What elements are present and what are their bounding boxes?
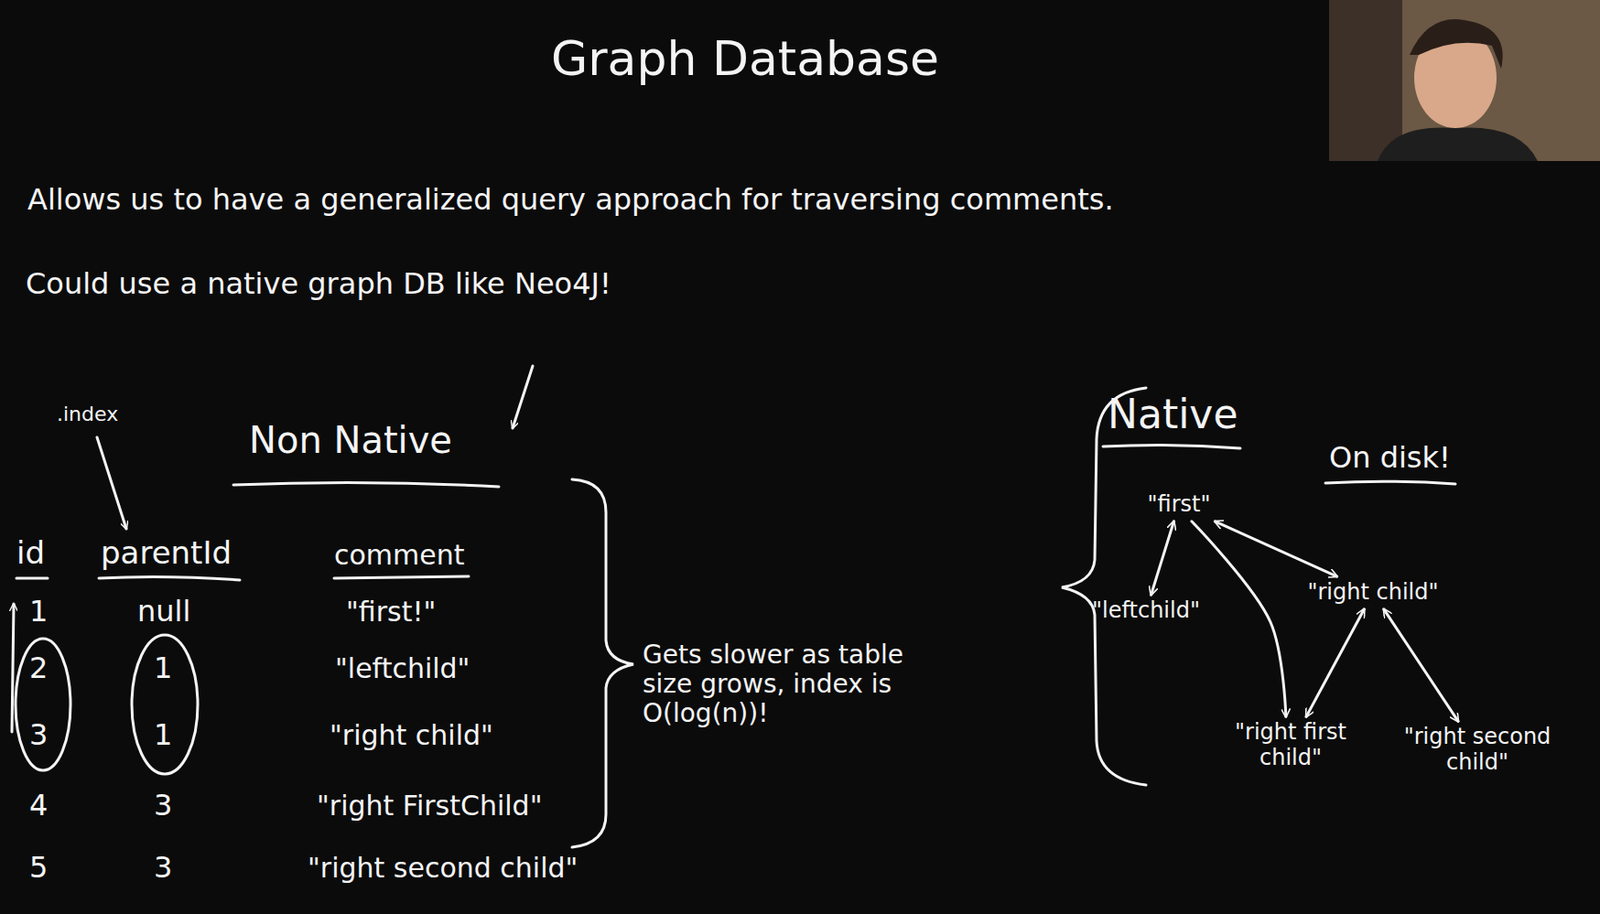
label: Native [1107,391,1238,439]
label: "leftchild" [335,653,470,686]
connector [1151,521,1175,595]
lookup-arrow [11,604,14,733]
pointer-arrow [512,366,533,429]
label: comment [334,540,465,573]
label: null [137,594,191,629]
label: On disk! [1329,441,1451,476]
label: 4 [29,789,48,823]
label: "first!" [345,596,436,629]
node-text: "first" [1147,492,1211,519]
connector [1383,609,1459,723]
label: Could use a native graph DB like Neo4J! [25,267,612,302]
node-text: "leftchild" [1091,598,1200,625]
title: Graph Database [551,31,940,87]
connector [1191,521,1287,718]
label: Non Native [248,419,453,462]
label: "right second child" [307,853,578,886]
label: 1 [153,651,173,686]
node-text: "right first child" [1206,720,1375,771]
comment-node: "right first child" [1200,716,1381,775]
webcam-hair [1409,19,1503,69]
connector [1306,609,1364,718]
label: 1 [153,718,173,753]
index-arrow [97,437,127,530]
label: 3 [153,851,173,886]
node-text: "right second child" [1393,724,1562,776]
label: 3 [29,718,48,753]
node-text: "right child" [1307,580,1438,606]
label: Gets slower as table size grows, index i… [642,640,954,730]
comment-node: "first" [1142,488,1217,522]
comment-node: "leftchild" [1086,594,1206,628]
comment-node: "right second child" [1387,721,1568,779]
label: .index [56,402,119,426]
underline [1325,481,1456,485]
label: 5 [29,851,48,886]
webcam-wall [1329,0,1403,162]
label: 2 [29,651,48,686]
label: Allows us to have a generalized query ap… [27,183,1114,217]
label: "right FirstChild" [316,790,542,823]
highlight-ellipse [131,635,198,775]
brace [1061,388,1146,786]
underline [16,577,48,581]
underline [1102,444,1241,449]
webcam-frame [1329,0,1600,162]
label: id [16,535,45,572]
label: "right child" [329,720,494,753]
underline [233,482,499,487]
label: 1 [29,594,48,629]
underline [98,576,240,581]
webcam-shirt [1377,127,1538,162]
underline [334,576,469,579]
label: parentId [100,535,232,572]
label: 3 [153,789,173,823]
comment-node: "right child" [1301,576,1444,610]
highlight-ellipse [15,638,71,771]
brace [572,479,634,848]
